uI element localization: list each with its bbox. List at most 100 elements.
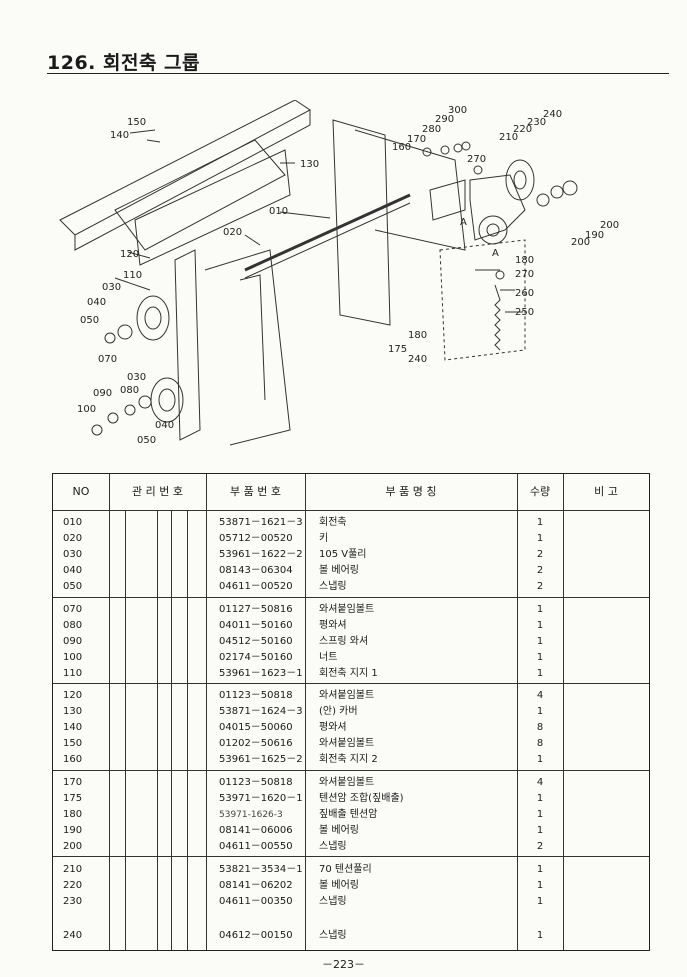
row-part-name: (안) 카버 [319, 706, 358, 717]
row-qty: 2 [536, 565, 544, 576]
row-no: 090 [63, 636, 83, 647]
header-part-name: 부 품 명 칭 [385, 485, 437, 498]
svg-text:240: 240 [408, 354, 427, 365]
title-rule [47, 73, 669, 74]
row-qty: 2 [536, 581, 544, 592]
svg-text:A: A [460, 217, 467, 228]
row-part-name: 와셔붙임볼트 [319, 738, 375, 749]
row-part-no: 04015－50060 [219, 722, 293, 733]
row-qty: 1 [536, 517, 544, 528]
svg-text:250: 250 [515, 307, 534, 318]
header-no: NO [72, 485, 90, 498]
row-no: 190 [63, 825, 83, 836]
row-part-name: 스냅링 [319, 841, 347, 852]
row-part-no: 53871－1621－3 [219, 517, 303, 528]
row-part-no: 04512－50160 [219, 636, 293, 647]
row-part-no: 53971－1620－1 [219, 793, 303, 804]
row-part-name: 볼 베어링 [319, 565, 359, 576]
row-qty: 2 [536, 549, 544, 560]
row-qty: 1 [536, 533, 544, 544]
row-part-no: 05712－00520 [219, 533, 293, 544]
row-qty: 1 [536, 620, 544, 631]
row-qty: 1 [536, 636, 544, 647]
row-no: 150 [63, 738, 83, 749]
row-qty: 1 [536, 809, 544, 820]
row-no: 140 [63, 722, 83, 733]
row-part-no: 08141－06202 [219, 880, 293, 891]
row-part-name: 텐션암 조합(짚배출) [319, 793, 404, 804]
row-no: 170 [63, 777, 83, 788]
svg-text:170: 170 [407, 134, 426, 145]
row-qty: 1 [536, 825, 544, 836]
row-no: 120 [63, 690, 83, 701]
row-qty: 1 [536, 793, 544, 804]
svg-text:090: 090 [93, 388, 112, 399]
svg-text:100: 100 [77, 404, 96, 415]
row-no: 220 [63, 880, 83, 891]
svg-text:270: 270 [467, 154, 486, 165]
row-part-name: 키 [319, 533, 329, 544]
row-qty: 2 [536, 841, 544, 852]
row-part-no: 01202－50616 [219, 738, 293, 749]
svg-text:120: 120 [120, 249, 139, 260]
row-no: 010 [63, 517, 83, 528]
row-part-no: 08141－06006 [219, 825, 293, 836]
row-part-no: 53961－1623－1 [219, 668, 303, 679]
row-part-no: 04611－00520 [219, 581, 293, 592]
svg-text:210: 210 [499, 132, 518, 143]
row-part-no: 04612－00150 [219, 930, 293, 941]
row-qty: 4 [536, 777, 544, 788]
row-part-name: 너트 [319, 652, 338, 663]
svg-text:020: 020 [223, 227, 242, 238]
row-no: 230 [63, 896, 83, 907]
svg-text:260: 260 [515, 288, 534, 299]
svg-text:300: 300 [448, 105, 467, 116]
row-no: 110 [63, 668, 83, 679]
row-part-name: 스냅링 [319, 896, 347, 907]
svg-text:130: 130 [300, 159, 319, 170]
row-part-name: 스프링 와셔 [319, 636, 369, 647]
svg-text:180: 180 [408, 330, 427, 341]
exploded-parts-diagram: 150 140 130 120 110 030 040 050 070 090 … [59, 100, 619, 446]
row-no: 040 [63, 565, 83, 576]
svg-text:160: 160 [392, 142, 411, 153]
row-qty: 8 [536, 738, 544, 749]
svg-text:200: 200 [571, 237, 590, 248]
row-part-no: 53971-1626-3 [219, 810, 283, 820]
row-part-no: 08143－06304 [219, 565, 293, 576]
row-part-name: 회전축 지지 1 [319, 668, 378, 679]
svg-text:040: 040 [155, 420, 174, 431]
svg-text:280: 280 [422, 124, 441, 135]
row-part-no: 53871－1624－3 [219, 706, 303, 717]
row-part-no: 02174－50160 [219, 652, 293, 663]
svg-text:290: 290 [435, 114, 454, 125]
row-part-no: 01127－50816 [219, 604, 293, 615]
row-part-name: 와셔붙임볼트 [319, 690, 375, 701]
svg-text:050: 050 [80, 315, 99, 326]
row-part-name: 회전축 지지 2 [319, 754, 378, 765]
row-part-no: 53821－3534－1 [219, 864, 303, 875]
row-no: 050 [63, 581, 83, 592]
svg-text:A: A [492, 248, 499, 259]
svg-text:110: 110 [123, 270, 142, 281]
row-qty: 8 [536, 722, 544, 733]
row-part-no: 04011－50160 [219, 620, 293, 631]
row-qty: 1 [536, 668, 544, 679]
row-part-no: 04611－00350 [219, 896, 293, 907]
svg-text:150: 150 [127, 117, 146, 128]
svg-text:175: 175 [388, 344, 407, 355]
row-part-name: 볼 베어링 [319, 880, 359, 891]
row-part-name: 볼 베어링 [319, 825, 359, 836]
row-qty: 1 [536, 880, 544, 891]
header-qty: 수량 [529, 485, 551, 498]
svg-text:040: 040 [87, 297, 106, 308]
row-qty: 4 [536, 690, 544, 701]
row-no: 030 [63, 549, 83, 560]
row-part-no: 01123－50818 [219, 690, 293, 701]
row-qty: 1 [536, 864, 544, 875]
row-part-no: 53961－1622－2 [219, 549, 303, 560]
row-qty: 1 [536, 604, 544, 615]
svg-text:080: 080 [120, 385, 139, 396]
row-no: 240 [63, 930, 83, 941]
row-qty: 1 [536, 930, 544, 941]
